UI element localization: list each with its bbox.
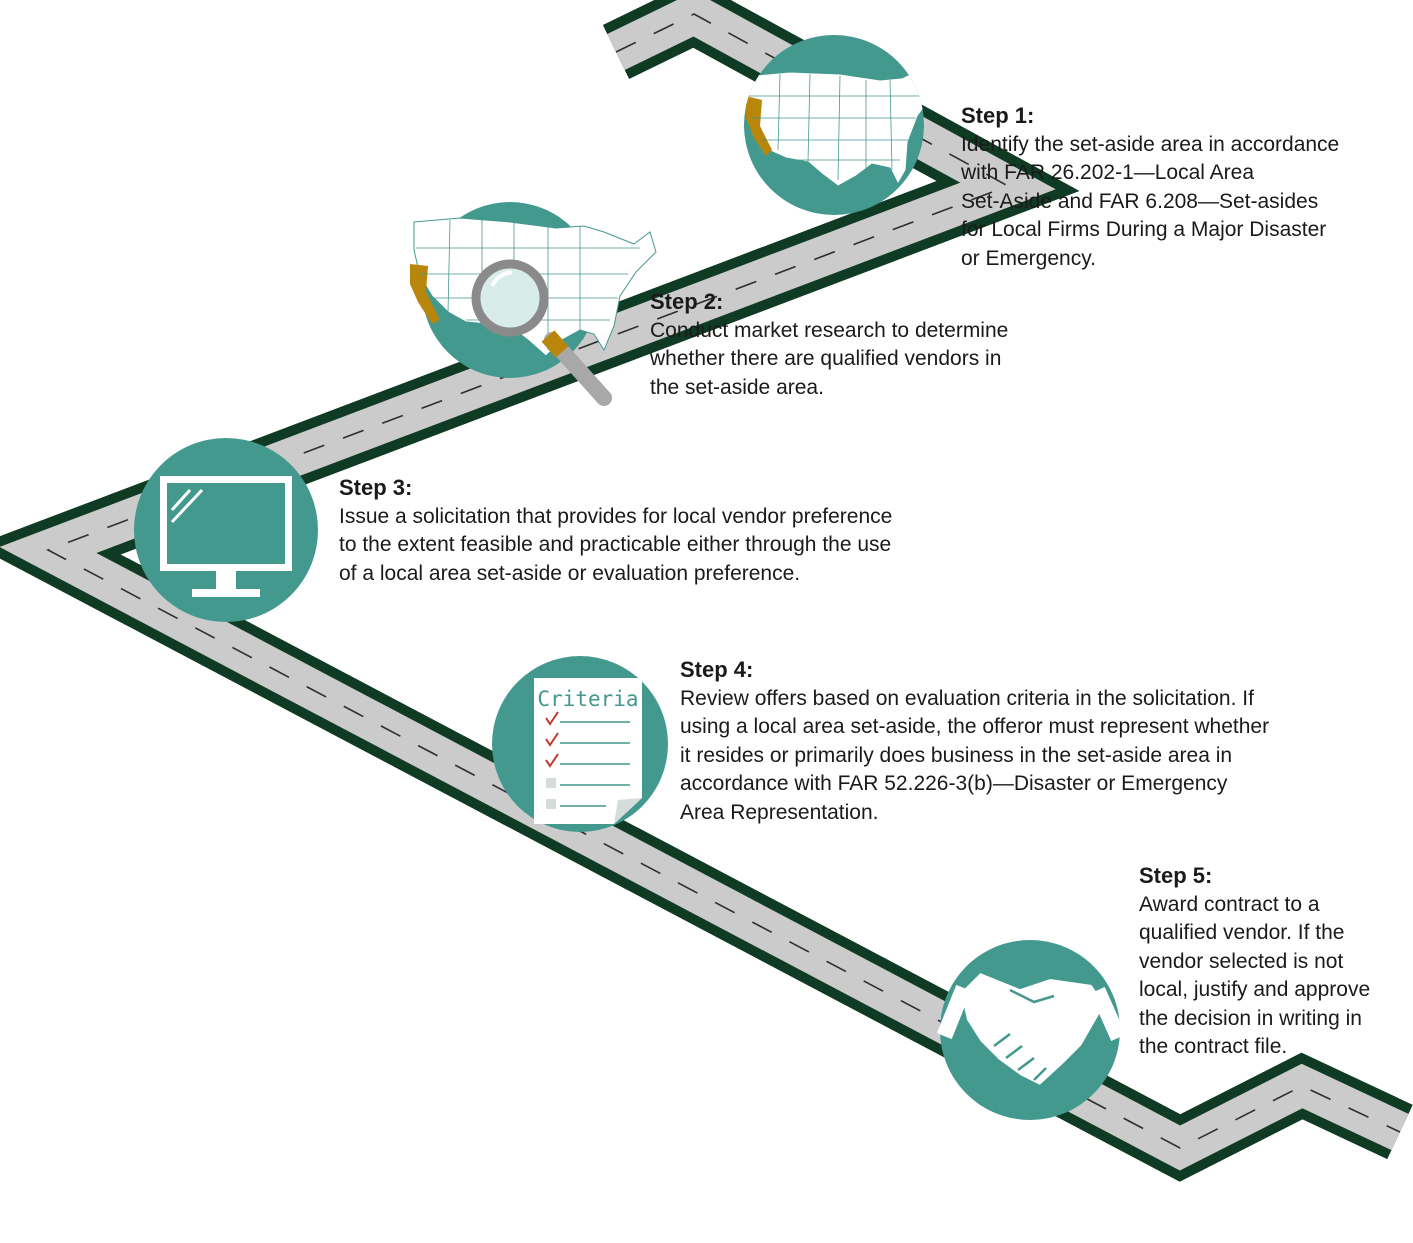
criteria-label: Criteria: [537, 687, 638, 711]
handshake-icon: [936, 940, 1126, 1120]
step-1-description: Identify the set-aside area in accordanc…: [961, 132, 1340, 270]
us-map-icon: [744, 35, 924, 215]
step-3: Step 3: Issue a solicitation that provid…: [339, 474, 999, 588]
step-5-title: Step 5:: [1139, 863, 1213, 888]
step-2: Step 2: Conduct market research to deter…: [650, 288, 1090, 402]
step-2-title: Step 2:: [650, 289, 724, 314]
computer-monitor-icon: [134, 438, 318, 622]
step-1-title: Step 1:: [961, 103, 1035, 128]
step-2-description: Conduct market research to determine whe…: [650, 318, 1009, 399]
road: [0, 0, 1413, 1182]
step-5-description: Award contract to a qualified vendor. If…: [1139, 892, 1371, 1059]
map-magnifier-icon: [410, 202, 657, 406]
step-4: Step 4: Review offers based on evaluatio…: [680, 656, 1380, 827]
criteria-checklist-icon: Criteria: [492, 656, 668, 832]
step-5: Step 5: Award contract to a qualified ve…: [1139, 862, 1409, 1062]
step-4-description: Review offers based on evaluation criter…: [680, 686, 1270, 824]
road-center-line: [46, 13, 1401, 1149]
step-3-description: Issue a solicitation that provides for l…: [339, 504, 893, 585]
step-1: Step 1: Identify the set-aside area in a…: [961, 102, 1401, 273]
step-4-title: Step 4:: [680, 657, 754, 682]
step-3-title: Step 3:: [339, 475, 413, 500]
